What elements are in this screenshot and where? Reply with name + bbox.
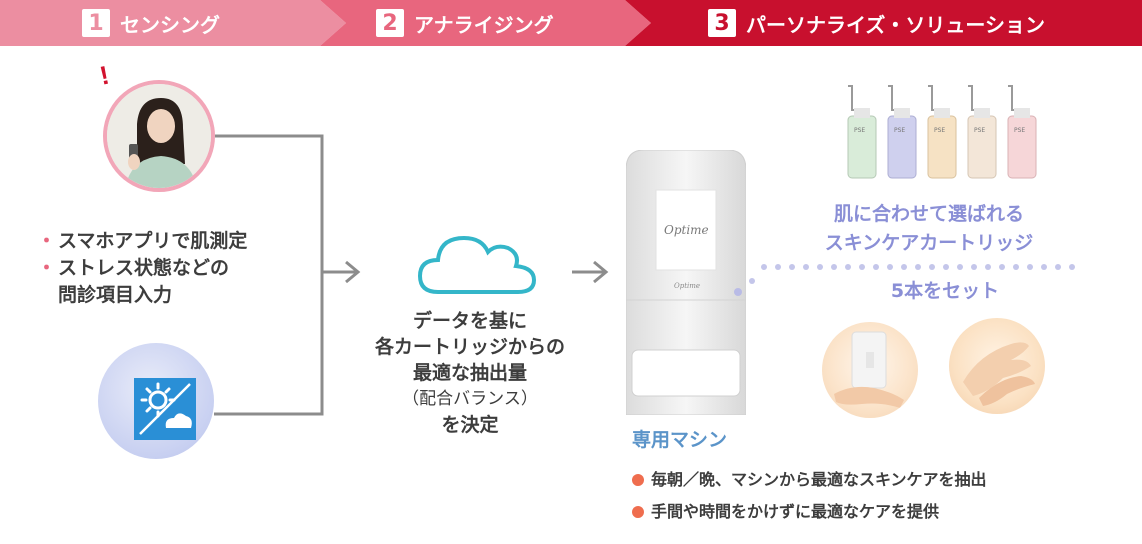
- benefit-dot: [632, 506, 644, 518]
- svg-text:Optime: Optime: [664, 223, 709, 237]
- bullet-continuation: 問診項目入力: [58, 284, 173, 306]
- hands-applying-icon: [963, 342, 1035, 406]
- step-3-band: [625, 0, 1142, 46]
- analysis-conclusion: を決定: [441, 414, 499, 436]
- dispensing-photo: [822, 322, 918, 418]
- arrow-1-head: [345, 260, 361, 284]
- analysis-description: データを基に 各カートリッジからの 最適な抽出量 （配合バランス） を決定: [340, 308, 600, 438]
- bullet-mark: ・: [37, 230, 57, 252]
- benefit-item: 毎朝／晩、マシンから最適なスキンケアを抽出: [632, 464, 987, 496]
- benefit-list: 毎朝／晩、マシンから最適なスキンケアを抽出 手間や時間をかけずに最適なケアを提供: [632, 464, 987, 528]
- bullet-text: スマホアプリで肌測定: [58, 230, 248, 252]
- analysis-line: 各カートリッジからの: [374, 336, 565, 358]
- step-number: 3: [708, 9, 736, 37]
- cartridge-title: 肌に合わせて選ばれる スキンケアカートリッジ: [764, 200, 1094, 258]
- cloud-icon: [417, 235, 537, 294]
- analysis-line: 最適な抽出量: [412, 362, 527, 384]
- smartphone-user-photo: [103, 80, 215, 192]
- step-sensing: 1 センシング: [82, 8, 220, 38]
- svg-text:PSE: PSE: [934, 127, 945, 134]
- benefit-text: 毎朝／晩、マシンから最適なスキンケアを抽出: [651, 470, 987, 489]
- cartridge-bottle: PSE: [887, 85, 917, 179]
- svg-text:PSE: PSE: [894, 127, 905, 134]
- application-photo: [949, 318, 1045, 414]
- svg-text:Optime: Optime: [674, 282, 700, 290]
- step-label: パーソナライズ・ソリューション: [746, 12, 1045, 37]
- step-solution: 3 パーソナライズ・ソリューション: [708, 8, 1045, 38]
- step-header: 1 センシング 2 アナライジング 3 パーソナライズ・ソリューション: [0, 0, 1142, 46]
- bullet-text: ストレス状態などの: [58, 257, 230, 279]
- benefit-text: 手間や時間をかけずに最適なケアを提供: [651, 502, 940, 521]
- skincare-machine-icon: Optime Optime: [626, 150, 746, 415]
- svg-text:PSE: PSE: [854, 127, 865, 134]
- bullet-item: ・ スマホアプリで肌測定: [34, 228, 247, 255]
- machine-label: 専用マシン: [632, 429, 728, 451]
- benefit-item: 手間や時間をかけずに最適なケアを提供: [632, 496, 987, 528]
- analysis-note: （配合バランス）: [402, 389, 538, 409]
- bullet-item: ・ ストレス状態などの: [34, 255, 247, 282]
- dotted-connector: [734, 264, 1075, 296]
- bracket-line: [214, 134, 324, 416]
- hand-under-machine-icon: [834, 331, 904, 408]
- svg-text:PSE: PSE: [974, 127, 985, 134]
- alert-icon: !: [97, 60, 112, 90]
- woman-with-phone-icon: [107, 84, 211, 188]
- svg-text:PSE: PSE: [1014, 127, 1025, 134]
- analysis-line: データを基に: [412, 310, 527, 332]
- svg-text:!: !: [97, 60, 112, 90]
- benefit-dot: [632, 474, 644, 486]
- cartridge-title-line: スキンケアカートリッジ: [824, 232, 1034, 254]
- cartridge-bottles-icon: PSE PSE PSE PSE PSE: [847, 85, 1037, 179]
- cartridge-bottle: PSE: [927, 85, 957, 179]
- step-label: アナライジング: [414, 12, 554, 37]
- set-label: 5本をセット: [890, 280, 1000, 302]
- step-number: 2: [376, 9, 404, 37]
- cartridge-bottle: PSE: [967, 85, 997, 179]
- step-number: 1: [82, 9, 110, 37]
- arrow-2-head: [593, 260, 609, 284]
- step-analyzing: 2 アナライジング: [376, 8, 554, 38]
- step-label: センシング: [120, 12, 220, 37]
- cartridge-bottle: PSE: [847, 85, 877, 179]
- cartridge-title-line: 肌に合わせて選ばれる: [833, 203, 1024, 225]
- cartridge-bottle: PSE: [1007, 85, 1037, 179]
- sun-cloud-weather-icon: [134, 378, 196, 440]
- bullet-mark: ・: [37, 257, 57, 279]
- sensing-bullets: ・ スマホアプリで肌測定 ・ ストレス状態などの 問診項目入力: [34, 228, 247, 309]
